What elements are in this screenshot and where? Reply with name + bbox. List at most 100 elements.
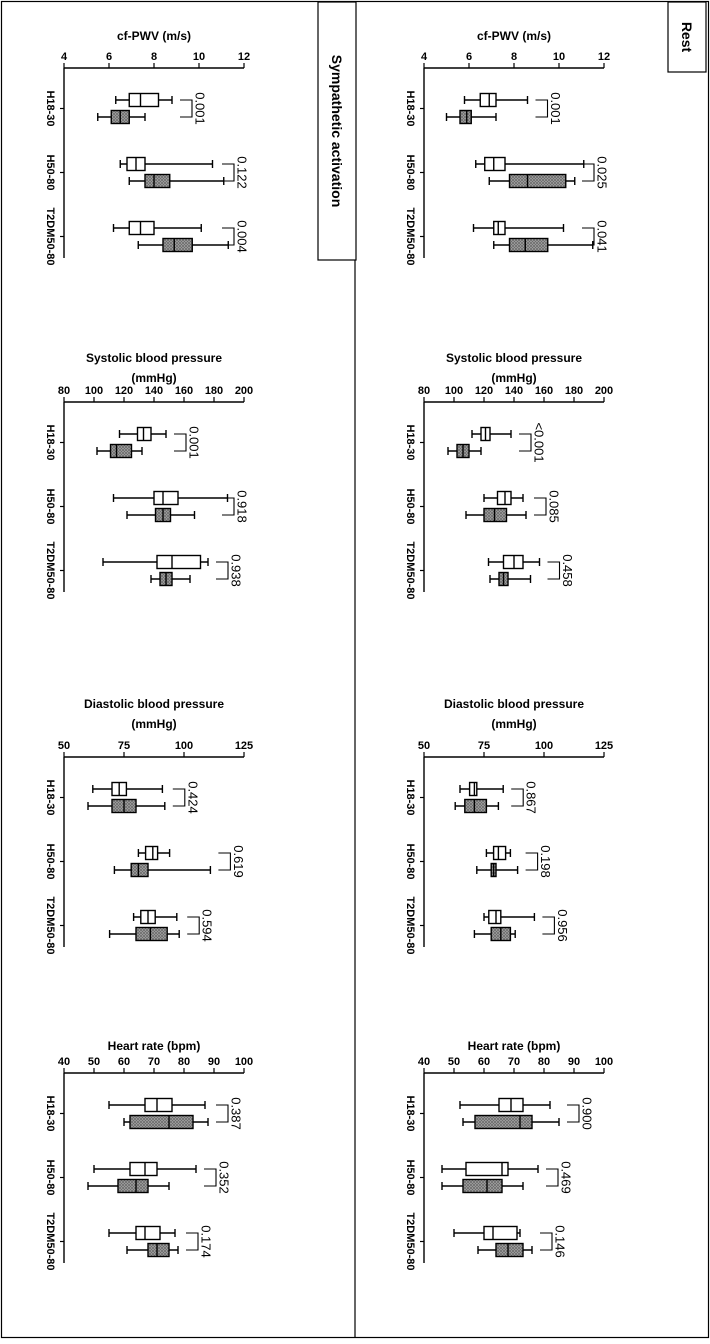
iqr-box xyxy=(474,1114,533,1130)
category-label: H50-80 xyxy=(404,488,416,524)
pvalue-bracket xyxy=(172,788,186,807)
iqr-box xyxy=(144,1097,173,1113)
box-hatched xyxy=(87,1178,170,1194)
pvalue-label: 0.041 xyxy=(595,220,610,253)
tick-label: 50 xyxy=(88,1056,100,1068)
tick-label: 40 xyxy=(58,1056,70,1068)
tick-label: 12 xyxy=(238,51,250,63)
tick-label: 160 xyxy=(175,385,193,397)
tick-label: 50 xyxy=(418,740,430,752)
pvalue-bracket xyxy=(567,1104,580,1123)
box-hatched xyxy=(126,1242,179,1258)
tick-label: 6 xyxy=(106,51,112,63)
axis-title-unit: (mmHg) xyxy=(491,717,536,731)
iqr-box xyxy=(144,173,171,189)
box-light xyxy=(108,1225,176,1241)
pvalue-bracket xyxy=(204,1168,217,1187)
tick-label: 40 xyxy=(418,1056,430,1068)
pvalue-label: 0.458 xyxy=(560,554,575,587)
axis-title: Heart rate (bpm) xyxy=(468,1039,561,1053)
tick-label: 125 xyxy=(235,740,253,752)
box-hatched xyxy=(87,798,166,814)
pvalue-bracket xyxy=(547,561,561,580)
iqr-box xyxy=(493,220,506,236)
tick-label: 90 xyxy=(568,1056,580,1068)
iqr-box xyxy=(495,1242,524,1258)
box-hatched xyxy=(465,507,527,523)
category-label: H50-80 xyxy=(44,488,56,524)
axis-title-unit: (mmHg) xyxy=(491,371,536,385)
pvalue-bracket xyxy=(582,163,595,182)
box-light xyxy=(132,909,178,925)
box-light xyxy=(483,490,524,506)
iqr-box xyxy=(109,443,133,459)
box-hatched xyxy=(476,862,519,878)
tick-label: 140 xyxy=(145,385,163,397)
axis-title-unit: (mmHg) xyxy=(131,717,176,731)
tick-label: 50 xyxy=(448,1056,460,1068)
tick-label: 10 xyxy=(553,51,565,63)
iqr-box xyxy=(147,1242,170,1258)
pvalue-bracket xyxy=(534,497,547,516)
box-hatched xyxy=(97,109,146,125)
box-light xyxy=(459,781,504,797)
axis-title: Diastolic blood pressure xyxy=(444,697,584,711)
box-light xyxy=(119,156,214,172)
box-hatched xyxy=(137,237,229,253)
pvalue-label: 0.352 xyxy=(217,1161,232,1194)
category-label: T2DM50-80 xyxy=(404,896,416,954)
box-light xyxy=(453,1225,521,1241)
box-hatched xyxy=(489,571,532,587)
iqr-box xyxy=(135,1225,161,1241)
box-light xyxy=(118,426,167,442)
group-label-sympathetic: Sympathetic activation xyxy=(329,55,345,208)
box-light xyxy=(487,554,541,570)
iqr-box xyxy=(484,156,506,172)
pvalue-label: 0.025 xyxy=(595,156,610,189)
pvalue-label: 0.004 xyxy=(235,220,250,253)
iqr-box xyxy=(459,109,472,125)
box-light xyxy=(102,554,209,570)
iqr-box xyxy=(479,92,497,108)
pvalue-label: 0.619 xyxy=(231,845,246,878)
category-label: H50-80 xyxy=(404,843,416,879)
box-light xyxy=(472,220,565,236)
tick-label: 75 xyxy=(118,740,130,752)
tick-label: 180 xyxy=(565,385,583,397)
category-label: H50-80 xyxy=(44,843,56,879)
group-label-sympathetic-box xyxy=(317,1,357,261)
pvalue-label: 0.594 xyxy=(200,909,215,942)
iqr-box xyxy=(130,862,149,878)
iqr-box xyxy=(128,92,160,108)
pvalue-bracket xyxy=(180,99,193,118)
pvalue-bracket xyxy=(542,916,555,935)
pvalue-label: 0.938 xyxy=(229,554,244,587)
tick-label: 80 xyxy=(418,385,430,397)
category-label: H50-80 xyxy=(404,1159,416,1195)
tick-label: 120 xyxy=(475,385,493,397)
category-label: H50-80 xyxy=(44,154,56,190)
category-label: H18-30 xyxy=(44,424,56,460)
box-light xyxy=(112,220,202,236)
iqr-box xyxy=(508,237,549,253)
box-light xyxy=(459,1097,551,1113)
tick-label: 12 xyxy=(598,51,610,63)
category-label: H50-80 xyxy=(404,154,416,190)
pvalue-bracket xyxy=(222,227,235,246)
box-light xyxy=(112,490,229,506)
pvalue-label: <0.001 xyxy=(532,422,547,462)
box-hatched xyxy=(441,1178,524,1194)
category-label: H18-30 xyxy=(44,1095,56,1131)
pvalue-bracket xyxy=(535,99,549,118)
category-label: T2DM50-80 xyxy=(44,896,56,954)
pvalue-label: 0.174 xyxy=(199,1225,214,1258)
category-label: H18-30 xyxy=(404,424,416,460)
